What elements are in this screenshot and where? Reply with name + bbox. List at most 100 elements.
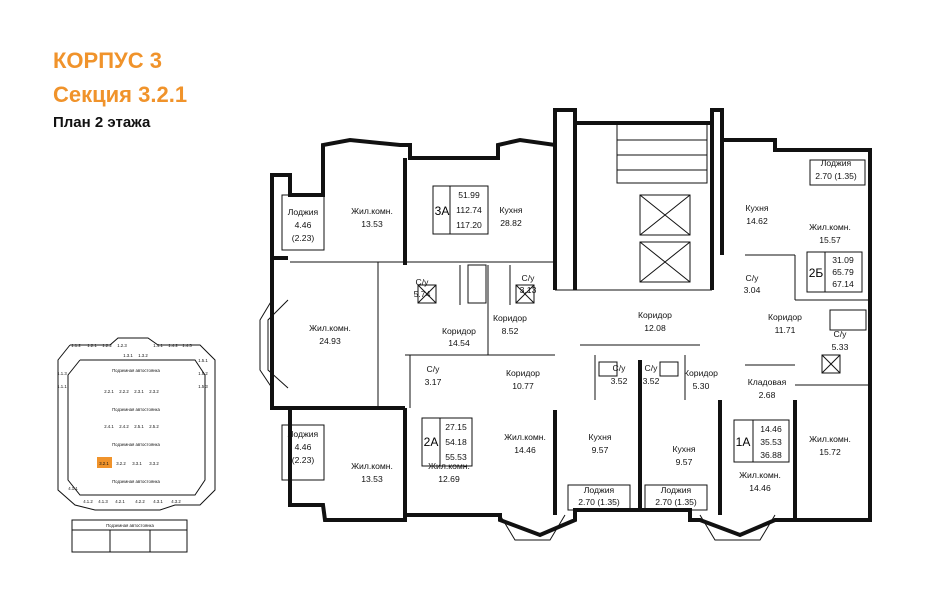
apartment-labels: 3А 51.99 112.74 117.20 2Б 31.09 65.79 67… — [424, 190, 854, 462]
room-name: Лоджия — [288, 429, 319, 439]
room-name: Жил.комн. — [504, 432, 546, 442]
key-map-cell: 3.2.1 — [99, 461, 109, 466]
room-name: Коридор — [768, 312, 802, 322]
room-area: 10.77 — [512, 381, 534, 391]
room-area: 14.46 — [749, 483, 771, 493]
room-area: 15.57 — [819, 235, 841, 245]
key-map-cell: 3.3.2 — [149, 461, 159, 466]
apartment-area: 27.15 — [445, 422, 467, 432]
key-map-cell: 2.4.1 — [104, 424, 114, 429]
room-name: Жил.комн. — [351, 206, 393, 216]
key-map-cell: 1.2.2 — [102, 343, 112, 348]
key-map-cell: 2.2.2 — [119, 389, 129, 394]
room-name: Жил.комн. — [809, 434, 851, 444]
apartment-area: 35.53 — [760, 437, 782, 447]
room-name: Коридор — [684, 368, 718, 378]
room-name: С/у — [613, 363, 627, 373]
room-area: 13.53 — [361, 474, 383, 484]
apartment-code: 2Б — [809, 266, 824, 280]
room-name: Лоджия — [584, 485, 615, 495]
apartment-area: 31.09 — [832, 255, 854, 265]
room-area: 15.72 — [819, 447, 841, 457]
key-map-cell: 1.1.3 — [57, 371, 67, 376]
key-map-cell: 4.1.2 — [83, 499, 93, 504]
room-name: Кладовая — [748, 377, 787, 387]
room-name: Коридор — [442, 326, 476, 336]
room-name: Кухня — [500, 205, 523, 215]
room-area: 12.69 — [438, 474, 460, 484]
room-area: 3.04 — [744, 285, 761, 295]
apartment-area: 51.99 — [458, 190, 480, 200]
key-map-cell: 1.4.2 — [168, 343, 178, 348]
key-map-cell: 1.5.3 — [198, 384, 208, 389]
key-map-cell: 2.2.1 — [104, 389, 114, 394]
key-map-cell: 4.2.2 — [135, 499, 145, 504]
room-area: 3.52 — [611, 376, 628, 386]
room-area: 3.52 — [643, 376, 660, 386]
room-area: 3.17 — [425, 377, 442, 387]
room-name: Кухня — [746, 203, 769, 213]
room-name: С/у — [746, 273, 760, 283]
key-map-cell: 1.5.1 — [198, 358, 208, 363]
room-area: 3.13 — [520, 285, 537, 295]
section-title: Секция 3.2.1 — [53, 82, 188, 107]
apartment-code: 2А — [424, 435, 439, 449]
room-name: Лоджия — [821, 158, 852, 168]
room-area: 14.62 — [746, 216, 768, 226]
room-name: Кухня — [589, 432, 612, 442]
room-area: 5.74 — [414, 289, 431, 299]
apartment-area: 112.74 — [456, 205, 482, 215]
apartment-area: 67.14 — [832, 279, 854, 289]
room-name: Лоджия — [288, 207, 319, 217]
key-map-cell: 1.3.1 — [123, 353, 133, 358]
room-area: 4.46 — [295, 442, 312, 452]
room-name: Коридор — [506, 368, 540, 378]
room-area-extra: (2.23) — [292, 455, 315, 465]
key-map — [57, 337, 216, 553]
key-map-cell: 1.4.1 — [153, 343, 163, 348]
room-name: Жил.комн. — [428, 461, 470, 471]
room-area: 11.71 — [775, 325, 796, 335]
room-area: 4.46 — [295, 220, 312, 230]
building-title: КОРПУС 3 — [53, 48, 162, 73]
room-name: С/у — [416, 277, 430, 287]
room-area: 24.93 — [319, 336, 341, 346]
apartment-area: 14.46 — [760, 424, 782, 434]
key-map-cell: 1.5.2 — [198, 371, 208, 376]
room-area: 2.70 (1.35) — [655, 497, 697, 507]
key-map-label: Подземная автостоянка — [112, 407, 160, 412]
key-map-cell: 4.2.1 — [115, 499, 125, 504]
room-area: 14.54 — [448, 338, 470, 348]
floor-title: План 2 этажа — [53, 114, 151, 131]
room-name: Коридор — [493, 313, 527, 323]
room-area: 9.57 — [592, 445, 609, 455]
key-map-labels: Подземная автостоянка Подземная автостоя… — [57, 343, 208, 528]
room-name: С/у — [834, 329, 848, 339]
room-name: Коридор — [638, 310, 672, 320]
room-name: С/у — [645, 363, 659, 373]
apartment-area: 55.53 — [445, 452, 467, 462]
key-map-cell: 3.3.1 — [132, 461, 142, 466]
room-name: С/у — [522, 273, 536, 283]
key-map-cell: 1.4.3 — [182, 343, 192, 348]
room-name: Жил.комн. — [309, 323, 351, 333]
key-map-label: Подземная автостоянка — [112, 368, 160, 373]
room-area: 2.70 (1.35) — [578, 497, 620, 507]
key-map-cell: 4.1.3 — [98, 499, 108, 504]
room-name: Жил.комн. — [351, 461, 393, 471]
key-map-cell: 2.3.2 — [149, 389, 159, 394]
key-map-cell: 2.5.2 — [149, 424, 159, 429]
key-map-cell: 4.3.2 — [171, 499, 181, 504]
apartment-area: 65.79 — [832, 267, 854, 277]
key-map-cell: 1.2.3 — [117, 343, 127, 348]
apartment-code: 1А — [736, 435, 751, 449]
room-area: 9.57 — [676, 457, 693, 467]
room-area: 8.52 — [502, 326, 519, 336]
apartment-code: 3А — [435, 204, 450, 218]
key-map-cell: 3.2.2 — [116, 461, 126, 466]
apartment-area: 117.20 — [456, 220, 482, 230]
key-map-label: Подземная автостоянка — [112, 479, 160, 484]
room-name: Кухня — [673, 444, 696, 454]
apartment-area: 54.18 — [445, 437, 467, 447]
